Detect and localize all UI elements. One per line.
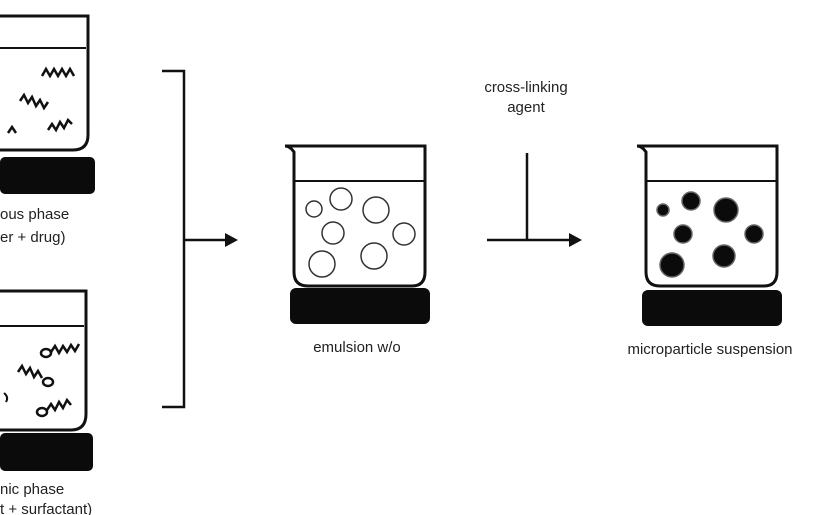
organic-phase-label: nic phase xyxy=(0,481,64,498)
polymer-chain-icon xyxy=(6,124,18,134)
hotplate-icon xyxy=(642,290,782,326)
arrowhead-icon xyxy=(225,233,238,247)
beaker-icon xyxy=(0,289,88,432)
particle-icon xyxy=(713,197,739,223)
emulsion-beaker-group: emulsion w/o xyxy=(284,144,430,356)
beaker-icon xyxy=(284,144,427,288)
emulsion-label: emulsion w/o xyxy=(313,339,401,356)
aqueous-phase-sublabel: er + drug) xyxy=(0,229,65,246)
particle-icon xyxy=(744,224,764,244)
droplet-icon xyxy=(321,221,345,245)
droplet-icon xyxy=(362,196,390,224)
microparticle-label: microparticle suspension xyxy=(627,341,792,358)
organic-phase-sublabel: t + surfactant) xyxy=(0,501,92,515)
surfactant-tail-fragment xyxy=(3,392,9,403)
arrow-to-suspension xyxy=(487,233,582,247)
organic-beaker-group: nic phase t + surfactant) xyxy=(0,289,93,515)
particle-icon xyxy=(681,191,701,211)
surfactant-icon xyxy=(39,342,81,359)
beaker-icon xyxy=(636,144,779,288)
crosslink-label: cross-linking xyxy=(484,79,567,96)
droplet-icon xyxy=(392,222,416,246)
arrowhead-icon xyxy=(569,233,582,247)
particle-icon xyxy=(656,203,670,217)
particle-icon xyxy=(712,244,736,268)
aqueous-phase-label: ous phase xyxy=(0,206,69,223)
suspension-beaker-group: microparticle suspension xyxy=(627,144,793,358)
droplet-icon xyxy=(308,250,336,278)
beaker-icon xyxy=(0,14,90,152)
arrow-to-emulsion xyxy=(184,233,238,247)
polymer-chain-icon xyxy=(40,66,76,79)
surfactant-icon xyxy=(35,397,72,418)
surfactant-icon xyxy=(16,363,55,388)
emulsion-droplets xyxy=(305,187,416,278)
droplet-icon xyxy=(360,242,388,270)
droplet-icon xyxy=(329,187,353,211)
particle-icon xyxy=(659,252,685,278)
mixing-bracket xyxy=(162,69,186,409)
droplet-icon xyxy=(305,200,323,218)
aqueous-beaker-group: ous phase er + drug) xyxy=(0,14,95,246)
crosslink-sublabel: agent xyxy=(507,99,545,116)
particle-icon xyxy=(673,224,693,244)
polymer-chain-icon xyxy=(18,92,50,111)
microparticles xyxy=(656,191,764,278)
hotplate-icon xyxy=(290,288,430,324)
polymer-chain-icon xyxy=(46,117,73,133)
hotplate-icon xyxy=(0,157,95,194)
hotplate-icon xyxy=(0,433,93,471)
